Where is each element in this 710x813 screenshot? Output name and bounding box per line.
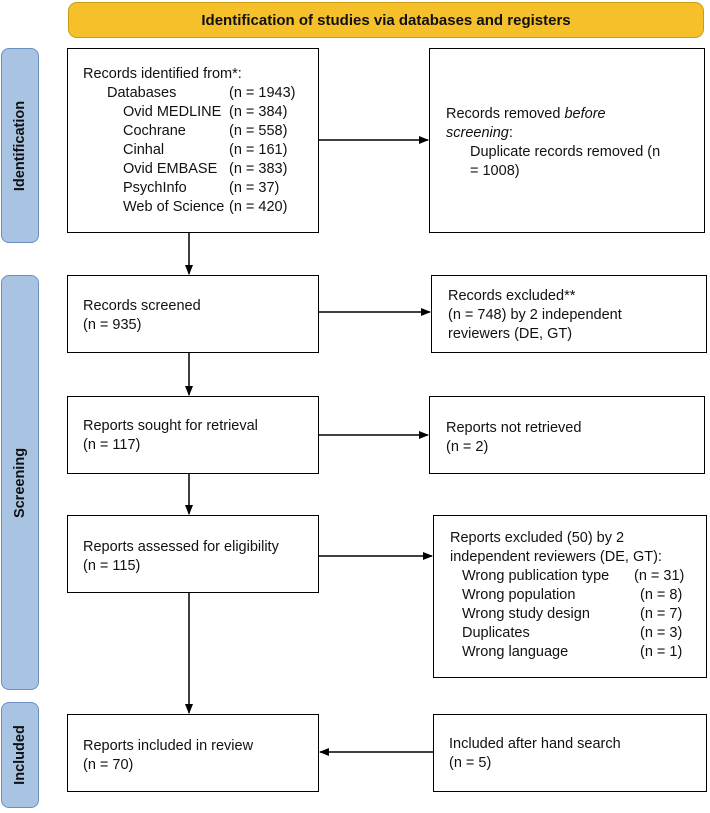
excluded-line-3: reviewers (DE, GT) — [448, 326, 573, 342]
databases-row: Databases (n = 1943) — [83, 84, 318, 103]
reports-included-count: (n = 70) — [83, 757, 134, 773]
exclusion-reason: Duplicates — [462, 625, 530, 641]
exclusion-reason: Wrong language — [462, 644, 569, 660]
records-screened-title: Records screened — [83, 298, 201, 314]
reports-excluded-line-2: independent reviewers (DE, GT): — [450, 549, 662, 565]
phase-identification: Identification — [1, 48, 39, 243]
exclusion-reason-row: Wrong language (n = 1) — [450, 643, 706, 662]
phase-screening: Screening — [1, 275, 39, 690]
source-name: Cinhal — [123, 142, 165, 158]
removed-line-2: screening: — [446, 124, 704, 143]
hand-search-count: (n = 5) — [449, 755, 492, 771]
exclusion-count: (n = 31) — [634, 568, 685, 584]
phase-included: Included — [1, 702, 39, 808]
exclusion-count: (n = 1) — [640, 644, 683, 660]
source-count: (n = 383) — [229, 161, 288, 177]
source-count: (n = 37) — [229, 180, 280, 196]
source-row: Ovid EMBASE (n = 383) — [83, 160, 318, 179]
source-name: PsychInfo — [123, 180, 187, 196]
databases-label: Databases — [107, 85, 177, 101]
hand-search-box: Included after hand search (n = 5) — [433, 714, 707, 792]
removed-text: Records removed — [446, 106, 565, 122]
removed-line-3: Duplicate records removed (n — [470, 144, 661, 160]
source-name: Ovid EMBASE — [123, 161, 218, 177]
removed-emphasis: before — [564, 106, 606, 122]
source-count: (n = 384) — [229, 104, 288, 120]
records-excluded-box: Records excluded** (n = 748) by 2 indepe… — [431, 275, 707, 353]
exclusion-count: (n = 8) — [640, 587, 683, 603]
header-title: Identification of studies via databases … — [201, 11, 571, 29]
removed-line-1: Records removed before — [446, 105, 704, 124]
exclusion-reason-row: Wrong publication type (n = 31) — [450, 567, 706, 586]
records-screened-count: (n = 935) — [83, 317, 142, 333]
exclusion-reason: Wrong study design — [462, 606, 590, 622]
source-name: Web of Science — [123, 199, 225, 215]
exclusion-reason: Wrong population — [462, 587, 576, 603]
exclusion-count: (n = 7) — [640, 606, 683, 622]
source-row: Web of Science (n = 420) — [83, 198, 318, 217]
source-count: (n = 420) — [229, 199, 288, 215]
records-removed-box: Records removed before screening: Duplic… — [429, 48, 705, 233]
excluded-line-2: (n = 748) by 2 independent — [448, 307, 622, 323]
reports-included-title: Reports included in review — [83, 738, 254, 754]
reports-assessed-box: Reports assessed for eligibility (n = 11… — [67, 515, 319, 593]
removed-text: : — [508, 125, 513, 141]
source-row: Ovid MEDLINE (n = 384) — [83, 103, 318, 122]
reports-sought-count: (n = 117) — [83, 437, 141, 453]
reports-assessed-title: Reports assessed for eligibility — [83, 539, 279, 555]
reports-not-retrieved-box: Reports not retrieved (n = 2) — [429, 396, 705, 474]
hand-search-title: Included after hand search — [449, 736, 621, 752]
records-identified-box: Records identified from*: Databases (n =… — [67, 48, 319, 233]
source-name: Ovid MEDLINE — [123, 104, 222, 120]
source-row: Cinhal (n = 161) — [83, 141, 318, 160]
reports-excluded-line-1: Reports excluded (50) by 2 — [450, 530, 625, 546]
source-row: Cochrane (n = 558) — [83, 122, 318, 141]
reports-excluded-box: Reports excluded (50) by 2 independent r… — [433, 515, 707, 678]
source-count: (n = 161) — [229, 142, 288, 158]
records-identified-title: Records identified from*: — [83, 66, 242, 82]
reports-sought-title: Reports sought for retrieval — [83, 418, 258, 434]
exclusion-reason-row: Duplicates (n = 3) — [450, 624, 706, 643]
excluded-line-1: Records excluded** — [448, 288, 576, 304]
removed-line-4: = 1008) — [470, 163, 520, 179]
exclusion-count: (n = 3) — [640, 625, 683, 641]
source-row: PsychInfo (n = 37) — [83, 179, 318, 198]
exclusion-reason: Wrong publication type — [462, 568, 610, 584]
exclusion-reason-row: Wrong study design (n = 7) — [450, 605, 706, 624]
reports-assessed-count: (n = 115) — [83, 558, 141, 574]
removed-emphasis: screening — [446, 125, 509, 141]
records-screened-box: Records screened (n = 935) — [67, 275, 319, 353]
reports-included-box: Reports included in review (n = 70) — [67, 714, 319, 792]
source-name: Cochrane — [123, 123, 186, 139]
reports-sought-box: Reports sought for retrieval (n = 117) — [67, 396, 319, 474]
not-retrieved-title: Reports not retrieved — [446, 420, 582, 436]
exclusion-reason-row: Wrong population (n = 8) — [450, 586, 706, 605]
databases-count: (n = 1943) — [229, 85, 296, 101]
source-count: (n = 558) — [229, 123, 288, 139]
header-banner: Identification of studies via databases … — [68, 2, 704, 38]
not-retrieved-count: (n = 2) — [446, 439, 489, 455]
